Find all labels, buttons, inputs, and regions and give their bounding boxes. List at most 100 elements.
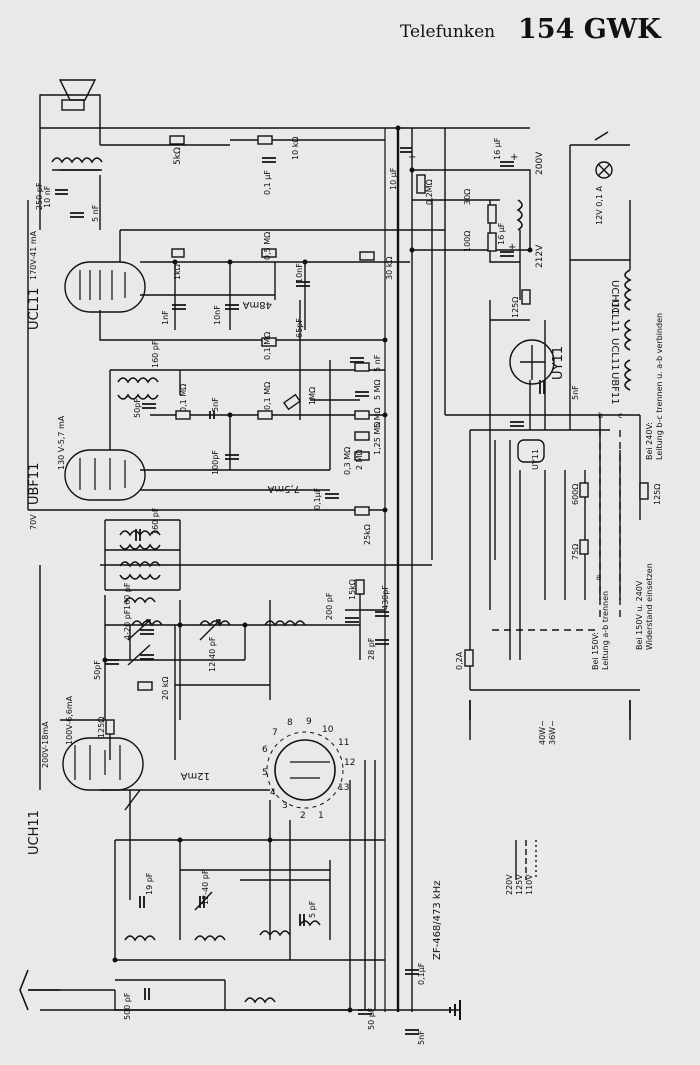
label-v-200: 200V: [535, 151, 545, 175]
label-c-01b: 0,1µF: [313, 487, 322, 510]
label-v-212: 212V: [535, 244, 545, 268]
voltage-legend-lines: [515, 840, 537, 880]
switch-pin-6: 6: [262, 745, 268, 755]
label-c-16b: 16 µF: [497, 222, 506, 245]
label-r-01m2: 0,1 MΩ: [179, 384, 188, 412]
label-r-125d: 125Ω: [653, 484, 662, 505]
label-c-430: 430pF: [381, 585, 390, 610]
label-c-100: 100pF: [211, 450, 220, 475]
label-c-500: 500 pF: [123, 992, 132, 1020]
label-r-5k: 5kΩ: [173, 147, 183, 165]
label-c-1nf: 1nF: [161, 310, 170, 325]
label-c-10nf: 10 nF: [43, 185, 52, 208]
heater-uch11-label: UCH11: [609, 280, 620, 315]
schematic-labels: UCL11 UBF11 UCH11 UY11 UY11 UCL11 UCL11 …: [27, 137, 664, 1045]
resistors: [105, 135, 649, 735]
label-r-15k: 15kΩ: [348, 579, 357, 600]
dashed-links: [492, 430, 621, 631]
label-lamp: 12V 0,1 A: [595, 186, 604, 225]
ground-symbol: [449, 1000, 461, 1020]
label-fuse-02: 0,2A: [455, 651, 464, 670]
pilot-lamp: [594, 131, 613, 179]
label-r-5m2: 5 MΩ: [373, 407, 382, 428]
switch-pin-3: 3: [282, 801, 288, 811]
label-bei240: Bei 240V:: [645, 422, 654, 460]
tube-ubf11: [64, 449, 146, 501]
switch-pin-5: 5: [262, 768, 268, 778]
label-c: c: [618, 411, 622, 420]
switch-pin-10: 10: [322, 725, 334, 735]
switch-pin-7: 7: [272, 728, 278, 738]
label-bei150b: Leitung a-b trennen: [601, 591, 610, 670]
label-c-200: 200 pF: [325, 592, 334, 620]
label-ma-75: 7,5mA: [267, 483, 300, 494]
model-label: 154 GWK: [518, 14, 661, 45]
tube-uy11-small: [517, 439, 545, 463]
switch-pin-8: 8: [287, 718, 293, 728]
label-cur-100: 100V-6,6mA: [65, 695, 74, 745]
wires: [27, 94, 641, 1012]
label-w-36: 36W~: [548, 720, 557, 745]
label-c-12-40b: 12-40 pF: [201, 869, 210, 905]
heater-ubf11-label: UBF11: [609, 372, 620, 405]
label-r-05m: 0,5 MΩ: [263, 232, 272, 260]
label-c-5nf4: 5nF: [417, 1030, 426, 1045]
legend-220: 220V: [505, 874, 514, 895]
label-v-70: 70V: [29, 514, 38, 530]
label-c-5nf2: 5 nF: [373, 354, 382, 372]
label-r-25k: 25kΩ: [363, 524, 372, 545]
switch-pin-11: 11: [338, 738, 349, 748]
label-r-1k: 1kΩ: [173, 264, 182, 280]
label-c-01uf: 0,1µF: [417, 962, 426, 985]
mains-switch: [469, 700, 631, 720]
tube-name-uy11: UY11: [551, 346, 566, 380]
label-r-100: 100Ω: [463, 231, 472, 252]
label-bei150d: Widerstand einsetzen: [645, 563, 654, 650]
switch-pin-1: 1: [318, 811, 324, 821]
label-plus-2: +: [510, 152, 518, 163]
tube-uy11: [509, 339, 555, 385]
legend-110: 110V: [525, 874, 534, 895]
label-r-30: 30Ω: [463, 189, 472, 205]
label-r-10k: 10 kΩ: [291, 137, 300, 160]
label-r-1m: 1MΩ: [308, 387, 317, 405]
tube-name-uch11: UCH11: [27, 810, 42, 855]
label-cur-200: 200V-18mA: [41, 721, 50, 768]
label-r-01m3: 0,1 MΩ: [263, 382, 272, 410]
label-r-20k: 20 kΩ: [161, 677, 170, 700]
label-zf: ZF-468/473 kHz: [432, 881, 443, 961]
label-c-5pf: 5 pF: [308, 900, 317, 918]
label-c-50: 50pF: [133, 398, 142, 418]
label-c-10u: 10 µF: [389, 167, 398, 190]
label-r-125b: 1,25 MΩ: [373, 422, 382, 455]
label-bei150: Bei 150V:: [591, 632, 600, 670]
label-cur-130: 130 V-5,7 mA: [57, 415, 66, 470]
label-r-125: 125Ω: [511, 297, 520, 318]
label-c-10nf3: 10nF: [213, 305, 222, 325]
label-w-40: 40W~: [538, 720, 547, 745]
speaker: [58, 79, 97, 111]
label-c-65: 65pF: [295, 318, 304, 338]
label-r-02m: 0,2MΩ: [425, 179, 434, 205]
wave-switch: [266, 731, 344, 809]
label-ma-12: 12mA: [181, 770, 210, 781]
heater-ucl11-label: UCL11: [609, 300, 620, 333]
legend-125: 125V: [515, 874, 524, 895]
brand-label: Telefunken: [400, 22, 496, 42]
label-c-28: 28 pF: [367, 637, 376, 660]
label-c-4-20: 4-20 pF: [123, 609, 132, 640]
tube-uch11: [62, 737, 144, 791]
label-plus-3: +: [508, 242, 516, 253]
tube-name-ucl11: UCL11: [27, 288, 42, 330]
label-c-50b: 50pF: [93, 660, 102, 680]
switch-pin-9: 9: [306, 717, 312, 727]
tube-name-ubf11: UBF11: [27, 463, 42, 505]
label-c-50c: 50 pF: [367, 1007, 376, 1030]
label-c-19: 19 pF: [145, 872, 154, 895]
label-c-10nf2: 10nF: [295, 263, 304, 283]
label-a: a: [596, 573, 601, 582]
switch-pin-4: 4: [270, 788, 276, 798]
label-c-250: 250 pF: [35, 182, 44, 210]
